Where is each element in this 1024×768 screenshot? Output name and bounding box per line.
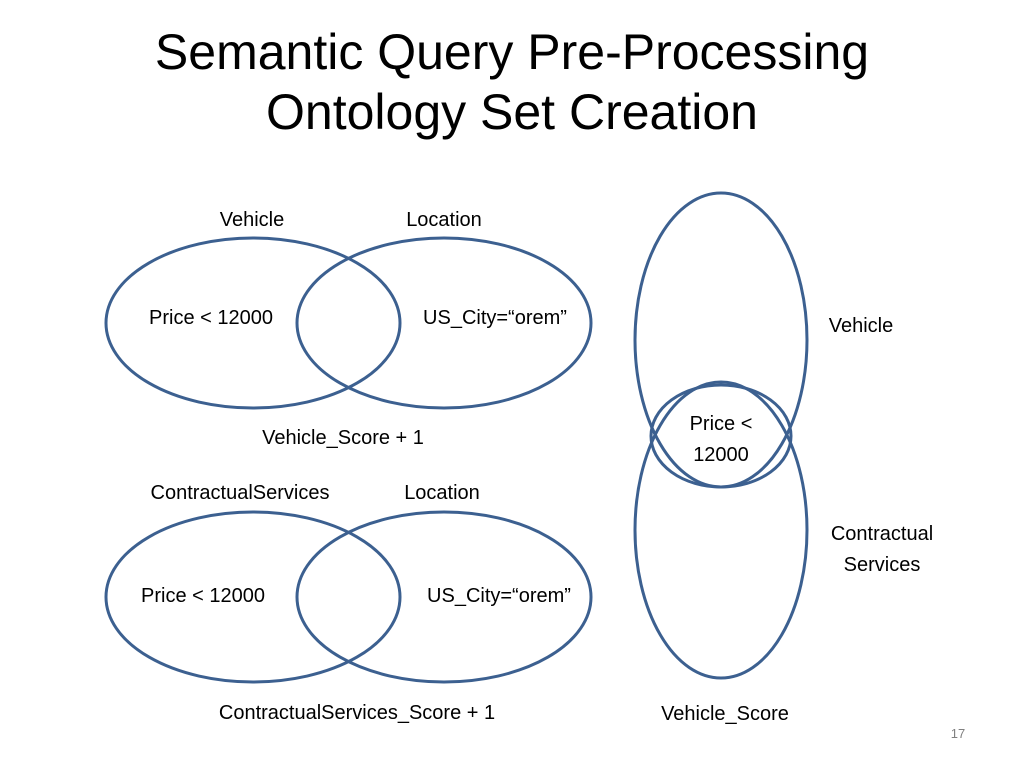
venn-vertical-result: Vehicle_Score (661, 703, 789, 725)
venn-top-right-ellipse (295, 236, 593, 410)
slide-title-line-2: Ontology Set Creation (266, 84, 758, 140)
venn-top-right-condition: US_City=“orem” (423, 307, 567, 329)
venn-bottom-right-set-label: Location (404, 482, 480, 504)
venn-vertical: Vehicle Contractual Services Price < 120… (633, 191, 933, 725)
venn-top-result: Vehicle_Score + 1 (262, 427, 424, 449)
venn-vertical-intersection-ellipse (649, 383, 793, 489)
venn-vertical-intersection-line-2: 12000 (693, 444, 749, 466)
venn-bottom-left-set-label: ContractualServices (151, 482, 330, 504)
venn-top: Vehicle Location Price < 12000 US_City=“… (104, 209, 593, 449)
venn-bottom-result: ContractualServices_Score + 1 (219, 702, 495, 724)
venn-bottom: ContractualServices Location Price < 120… (104, 482, 593, 724)
slide-title: Semantic Query Pre-Processing Ontology S… (0, 22, 1024, 142)
venn-bottom-right-condition: US_City=“orem” (427, 585, 571, 607)
venn-top-right-set-label: Location (406, 209, 482, 231)
page-number: 17 (951, 726, 965, 741)
venn-vertical-bottom-set-label-line-2: Services (844, 554, 921, 576)
venn-vertical-top-set-label: Vehicle (829, 315, 894, 337)
venn-bottom-left-condition: Price < 12000 (141, 585, 265, 607)
venn-vertical-top-ellipse (633, 191, 809, 489)
venn-top-left-ellipse (104, 236, 402, 410)
venn-top-left-condition: Price < 12000 (149, 307, 273, 329)
venn-vertical-bottom-ellipse (633, 380, 809, 680)
venn-bottom-left-ellipse (104, 510, 402, 684)
venn-bottom-right-ellipse (295, 510, 593, 684)
slide-title-line-1: Semantic Query Pre-Processing (154, 24, 870, 80)
venn-vertical-intersection-line-1: Price < (690, 413, 753, 435)
venn-top-left-set-label: Vehicle (220, 209, 285, 231)
venn-vertical-bottom-set-label-line-1: Contractual (831, 523, 933, 545)
